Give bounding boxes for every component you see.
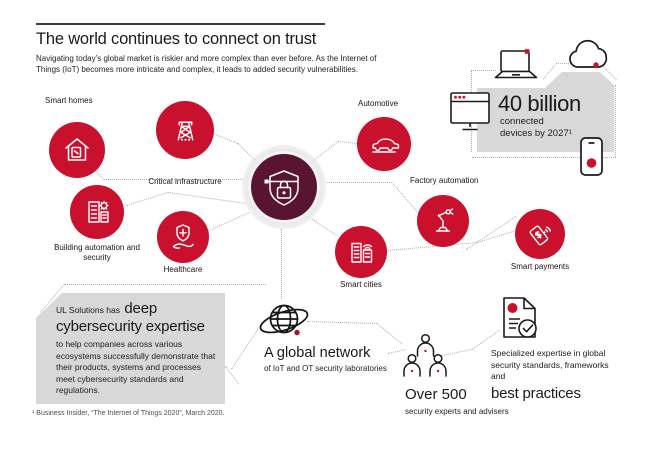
connector-dotted-line <box>472 157 616 158</box>
standards-intro-line2: security standards, frameworks and <box>491 359 609 382</box>
sector-circle-smart-homes <box>49 122 105 178</box>
connector-dotted-line <box>207 212 250 232</box>
smart-home-icon <box>65 138 89 161</box>
expertise-background-blob <box>36 293 225 404</box>
standards-intro-line1: Specialized expertise in global <box>491 348 606 358</box>
network-caption: of IoT and OT security laboratories <box>264 364 387 373</box>
sector-label-smart-homes: Smart homes <box>45 96 93 105</box>
devices-stat-value: 40 billion <box>498 91 581 116</box>
people-group-icon <box>403 333 447 377</box>
sector-circle-critical-infrastructure <box>156 101 214 159</box>
connector-dotted-line <box>64 284 266 285</box>
connector-dotted-line <box>473 70 496 71</box>
hand-shield-cross-icon <box>172 224 194 249</box>
connector-dotted-line <box>167 192 246 204</box>
connector-dotted-line <box>543 63 557 80</box>
devices-caption-line2: devices by 2027¹ <box>500 128 572 139</box>
experts-caption: security experts and advisers <box>405 407 509 416</box>
shield-lock-icon <box>264 170 299 206</box>
sector-label-critical-infrastructure: Critical infrastructure <box>148 177 222 186</box>
cloud-icon <box>569 39 608 68</box>
connector-dotted-line <box>391 182 419 214</box>
connector-dotted-line <box>327 182 392 183</box>
sector-label-factory-automation: Factory automation <box>410 176 479 185</box>
sector-label-smart-cities: Smart cities <box>340 280 382 289</box>
footnote: ¹ Business Insider, “The Internet of Thi… <box>32 410 225 417</box>
page-title: The world continues to connect on trust <box>36 30 317 48</box>
devices-caption-line1: connected <box>500 116 544 127</box>
connector-dotted-line <box>615 85 616 157</box>
sector-label-smart-payments: Smart payments <box>510 262 570 271</box>
sector-circle-smart-payments <box>515 209 565 259</box>
sector-label-building-automation: Building automation and security <box>54 243 140 262</box>
standards-text-block: Specialized expertise in global security… <box>491 348 621 402</box>
network-title: A global network <box>264 345 371 361</box>
expertise-text-block: UL Solutions has deep cybersecurity expe… <box>56 300 218 397</box>
expertise-lead: UL Solutions has <box>56 305 120 315</box>
sector-circle-healthcare <box>157 211 209 263</box>
devices-stat-caption: connected devices by 2027¹ <box>500 116 572 140</box>
connector-dotted-line <box>126 192 169 206</box>
smartphone-icon <box>580 137 603 176</box>
document-check-icon <box>503 297 537 338</box>
globe-orbit-icon <box>259 304 309 336</box>
building-gear-icon <box>88 200 109 223</box>
sector-circle-building-automation <box>70 185 124 239</box>
hub-circle <box>251 154 317 220</box>
transmission-tower-icon <box>177 121 193 141</box>
expertise-heading: UL Solutions has deep <box>56 300 218 318</box>
sector-label-healthcare: Healthcare <box>163 265 203 274</box>
standards-highlight: best practices <box>491 384 581 402</box>
sector-circle-automotive <box>357 117 411 171</box>
robot-arm-icon <box>435 208 454 232</box>
connector-dotted-line <box>306 321 377 324</box>
sector-label-automotive: Automotive <box>358 99 399 108</box>
page-subtitle: Navigating today’s global market is risk… <box>36 54 377 74</box>
expertise-highlight-deep: deep <box>124 300 157 317</box>
connector-dotted-line <box>104 179 243 180</box>
car-icon <box>372 138 400 153</box>
expertise-highlight-cybersecurity: cybersecurity expertise <box>56 318 205 335</box>
sector-circle-factory-automation <box>417 195 469 247</box>
contactless-payment-icon <box>529 225 551 245</box>
monitor-icon <box>450 92 490 131</box>
experts-value: Over 500 <box>405 386 467 403</box>
connector-dotted-line <box>337 141 357 144</box>
expertise-body: to help companies across various ecosyst… <box>56 339 216 395</box>
laptop-icon <box>494 49 538 79</box>
connector-dotted-line <box>472 330 500 350</box>
sector-circle-smart-cities <box>335 226 387 278</box>
title-rule <box>36 23 325 25</box>
connector-dotted-line <box>281 229 282 299</box>
city-wifi-icon <box>351 242 373 263</box>
connector-dotted-line <box>376 323 403 345</box>
